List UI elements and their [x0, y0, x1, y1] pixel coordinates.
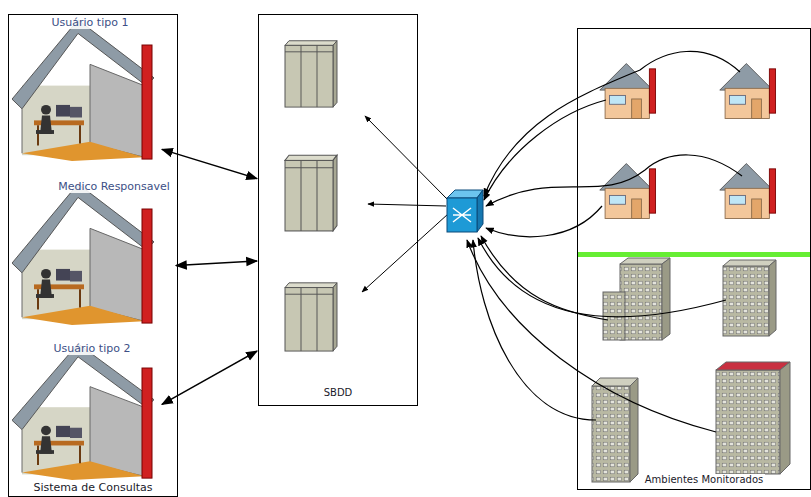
user-label: Usuário tipo 2: [52, 342, 133, 355]
link-line: [467, 51, 742, 432]
server-icon: [285, 283, 337, 351]
building-icon: [716, 362, 790, 474]
connector-arrow: [162, 351, 257, 404]
house-illustration: [12, 20, 154, 161]
server-icon: [285, 41, 337, 107]
system-panel: Ambientes Monitorados: [577, 28, 811, 490]
house-icon: [600, 64, 656, 119]
panel-title: SBDD: [322, 387, 355, 399]
house-illustration: [12, 344, 154, 480]
panel-title: Sistema de Consultas: [32, 481, 155, 494]
system-panel: SBDD: [258, 14, 418, 406]
user-house: Medico Responsavel: [12, 180, 176, 325]
user-label: Usuário tipo 1: [50, 16, 131, 29]
house-illustration: [12, 16, 162, 161]
user-label: Medico Responsavel: [56, 180, 172, 193]
panel-title: Ambientes Monitorados: [643, 474, 765, 486]
house-illustration: [12, 340, 162, 480]
house-icon: [720, 64, 776, 119]
house-icon: [720, 164, 776, 219]
house-icon: [600, 164, 656, 219]
connector-arrow: [162, 149, 257, 178]
link-line: [365, 116, 448, 200]
building-icon: [603, 258, 670, 340]
link-line: [362, 214, 448, 292]
system-panel: Usuário tipo 1 Medico ResponsavelUsuário …: [8, 14, 178, 497]
user-house: Usuário tipo 1: [12, 16, 162, 161]
link-line: [368, 204, 446, 206]
divider-line: [577, 252, 811, 257]
house-illustration: [12, 180, 162, 325]
house-illustration: [12, 184, 154, 325]
server-icon: [285, 155, 337, 231]
building-icon: [723, 260, 776, 336]
user-house: Usuário tipo 2: [12, 340, 162, 480]
connector-arrow: [176, 261, 257, 266]
switch-icon: [447, 190, 483, 232]
